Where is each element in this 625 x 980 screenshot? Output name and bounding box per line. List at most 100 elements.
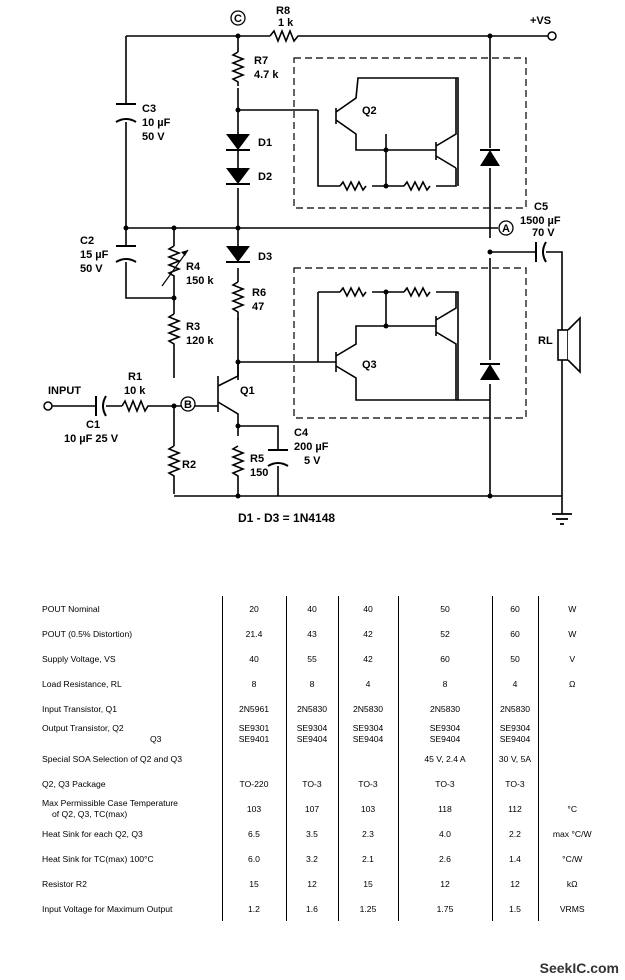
value-cell: 50 bbox=[491, 646, 538, 671]
c4-value: 200 µF bbox=[294, 441, 329, 453]
c2-name: C2 bbox=[80, 235, 94, 247]
value-cell: 3.5 bbox=[285, 821, 338, 846]
value-cell: 42 bbox=[337, 646, 398, 671]
c2-volt: 50 V bbox=[80, 263, 103, 275]
r4-resistor bbox=[166, 245, 182, 282]
q2-transistor bbox=[335, 77, 459, 186]
param-cell: Input Voltage for Maximum Output bbox=[42, 903, 173, 914]
c4-name: C4 bbox=[294, 427, 309, 439]
param-cell: Heat Sink for each Q2, Q3 bbox=[42, 828, 143, 839]
value-cell: 103 bbox=[337, 796, 398, 821]
d2-diode bbox=[226, 168, 250, 185]
value-cell: 6.0 bbox=[221, 846, 286, 871]
value-text-2: SE9404 bbox=[352, 733, 384, 744]
param-cell: POUT Nominal bbox=[42, 603, 100, 614]
d3-diode bbox=[226, 246, 250, 263]
c3-volt: 50 V bbox=[142, 131, 165, 143]
unit-cell bbox=[537, 721, 606, 746]
param-text: Output Transistor, Q2 bbox=[42, 722, 124, 733]
q2-output-transistor bbox=[435, 78, 457, 169]
unit-cell: VRMS bbox=[537, 896, 606, 921]
input-label: INPUT bbox=[48, 385, 81, 397]
unit-cell: V bbox=[537, 646, 606, 671]
d4-diode bbox=[480, 149, 500, 166]
value-cell: 30 V, 5A bbox=[491, 746, 538, 771]
r3-name: R3 bbox=[186, 321, 200, 333]
amplifier-schematic: A B bbox=[43, 5, 581, 525]
value-cell: 1.75 bbox=[397, 896, 492, 921]
q2-r-b bbox=[403, 180, 431, 192]
c2-value: 15 µF bbox=[80, 249, 109, 261]
value-cell: 3.2 bbox=[285, 846, 338, 871]
param-text: Max Permissible Case Temperature bbox=[42, 797, 178, 808]
node-b-label: B bbox=[184, 399, 192, 411]
value-cell: 50 bbox=[397, 596, 492, 621]
value-cell: 2N5830 bbox=[491, 696, 538, 721]
value-text: SE9304 bbox=[429, 722, 461, 733]
param-cell: Input Transistor, Q1 bbox=[42, 703, 117, 714]
r4-name: R4 bbox=[186, 261, 201, 273]
value-cell: 15 bbox=[337, 871, 398, 896]
r6-resistor bbox=[230, 281, 246, 320]
vs-terminal bbox=[547, 31, 557, 41]
value-cell: 40 bbox=[285, 596, 338, 621]
value-cell: 8 bbox=[221, 671, 286, 696]
value-cell: 55 bbox=[285, 646, 338, 671]
d2-label: D2 bbox=[258, 171, 272, 183]
value-cell: TO-3 bbox=[491, 771, 538, 796]
value-cell: 60 bbox=[397, 646, 492, 671]
unit-cell: Ω bbox=[537, 671, 606, 696]
value-cell: TO-3 bbox=[285, 771, 338, 796]
value-cell: 15 bbox=[221, 871, 286, 896]
r7-resistor bbox=[230, 51, 246, 86]
r1-value: 10 k bbox=[124, 385, 146, 397]
d5-diode bbox=[480, 363, 500, 380]
value-cell bbox=[221, 746, 286, 771]
param-cell: Q2, Q3 Package bbox=[42, 778, 106, 789]
ground-icon bbox=[552, 513, 572, 525]
q1-transistor bbox=[217, 362, 239, 436]
value-text: SE9304 bbox=[296, 722, 328, 733]
c5-volt: 70 V bbox=[532, 227, 555, 239]
value-cell: 4.0 bbox=[397, 821, 492, 846]
value-cell: 8 bbox=[285, 671, 338, 696]
param-cell: Load Resistance, RL bbox=[42, 678, 122, 689]
d3-label: D3 bbox=[258, 251, 272, 263]
value-text-2: SE9404 bbox=[429, 733, 461, 744]
value-cell: 1.25 bbox=[337, 896, 398, 921]
diode-note: D1 - D3 = 1N4148 bbox=[238, 511, 335, 525]
d1-diode bbox=[226, 134, 250, 151]
unit-cell: W bbox=[537, 621, 606, 646]
r5-name: R5 bbox=[250, 453, 264, 465]
vs-label: +VS bbox=[530, 15, 551, 27]
param-cell: POUT (0.5% Distortion) bbox=[42, 628, 133, 639]
r1-resistor bbox=[121, 398, 154, 414]
value-cell: 8 bbox=[397, 671, 492, 696]
param-cell: Special SOA Selection of Q2 and Q3 bbox=[42, 753, 182, 764]
value-cell: 52 bbox=[397, 621, 492, 646]
c3-value: 10 µF bbox=[142, 117, 171, 129]
value-cell: 2N5830 bbox=[337, 696, 398, 721]
c1-value: 10 µF 25 V bbox=[64, 433, 119, 445]
value-text-2: SE9404 bbox=[499, 733, 531, 744]
value-cell: 12 bbox=[491, 871, 538, 896]
node-c-label: C bbox=[234, 13, 242, 25]
value-cell: 6.5 bbox=[221, 821, 286, 846]
value-cell: TO-220 bbox=[221, 771, 286, 796]
r3-value: 120 k bbox=[186, 335, 214, 347]
unit-cell bbox=[537, 696, 606, 721]
rl-label: RL bbox=[538, 335, 553, 347]
value-cell: 112 bbox=[491, 796, 538, 821]
value-cell: TO-3 bbox=[337, 771, 398, 796]
